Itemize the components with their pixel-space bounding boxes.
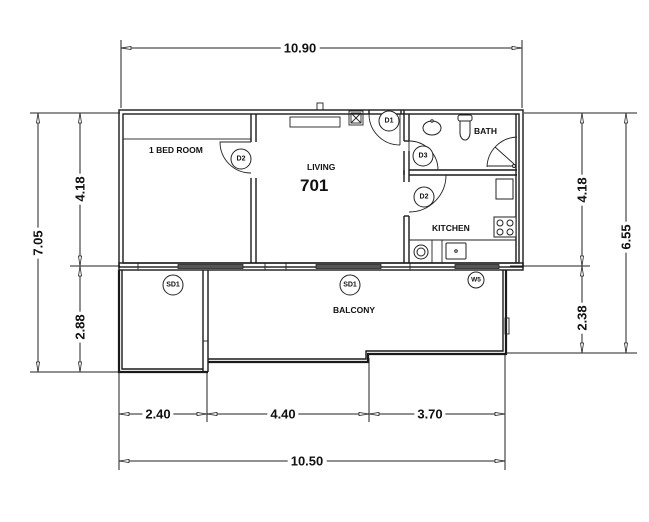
- dim-right-lower: 2.38: [574, 302, 590, 334]
- front-wall: [118, 262, 524, 271]
- tag-circles: [162, 110, 485, 296]
- dim-bottom-left: 2.40: [142, 406, 174, 422]
- unit-number: 701: [300, 176, 329, 195]
- tag-door-d2-bedroom: D2: [236, 155, 246, 163]
- tag-sliding-door-sd1-left: SD1: [166, 281, 180, 289]
- balcony-walls: [117, 270, 510, 374]
- tag-door-d1: D1: [384, 117, 394, 125]
- room-label-bath: BATH: [474, 126, 497, 136]
- room-label-balcony: BALCONY: [333, 305, 376, 315]
- dim-left-overall: 7.05: [30, 227, 46, 259]
- dim-right-overall: 6.55: [618, 221, 634, 253]
- dim-top-overall: 10.90: [280, 40, 320, 56]
- dim-bottom-right: 3.70: [414, 406, 446, 422]
- tag-sliding-door-sd1-center: SD1: [343, 281, 357, 289]
- dim-bottom-mid: 4.40: [267, 406, 299, 422]
- room-label-living: LIVING: [307, 162, 336, 172]
- dim-left-lower: 2.88: [72, 311, 88, 343]
- tag-window-w5: W5: [471, 276, 481, 284]
- room-label-kitchen: KITCHEN: [432, 223, 470, 233]
- dim-bottom-overall: 10.50: [287, 453, 327, 469]
- dimension-lines: [30, 40, 637, 470]
- tag-door-d3: D3: [418, 152, 428, 160]
- dim-left-upper: 4.18: [72, 173, 88, 205]
- tag-door-d2-kitchen: D2: [419, 193, 429, 201]
- dim-right-upper: 4.18: [574, 174, 590, 206]
- room-label-bedroom: 1 BED ROOM: [149, 145, 203, 155]
